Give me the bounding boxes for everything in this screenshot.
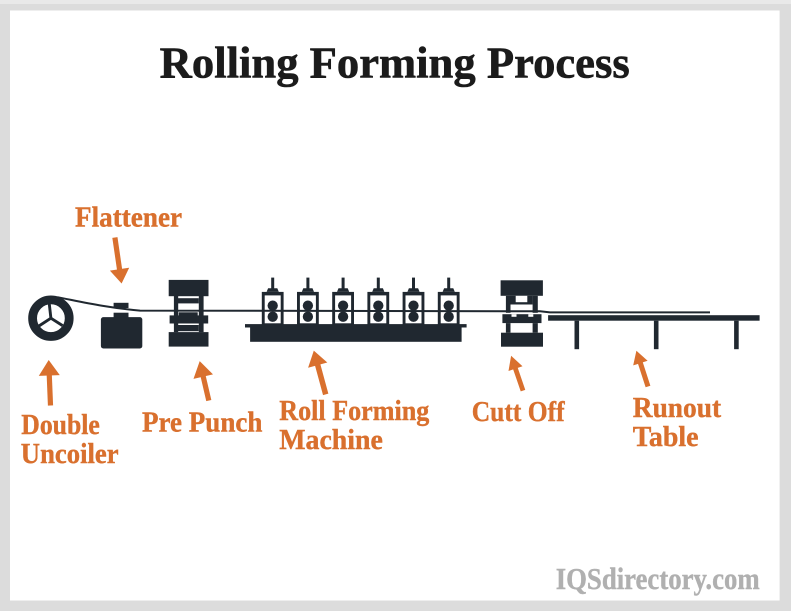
svg-text:Machine: Machine [279,424,383,456]
svg-text:Uncoiler: Uncoiler [21,438,119,470]
svg-text:Rolling Forming Process: Rolling Forming Process [160,38,630,88]
svg-text:Double: Double [21,409,100,441]
svg-text:Table: Table [633,421,699,453]
svg-text:Roll Forming: Roll Forming [279,395,429,427]
svg-text:IQSdirectory.com: IQSdirectory.com [556,561,760,596]
svg-text:Pre Punch: Pre Punch [142,407,262,439]
svg-text:Runout: Runout [633,392,722,424]
svg-text:Flattener: Flattener [75,202,182,234]
svg-text:Cutt Off: Cutt Off [472,396,565,428]
